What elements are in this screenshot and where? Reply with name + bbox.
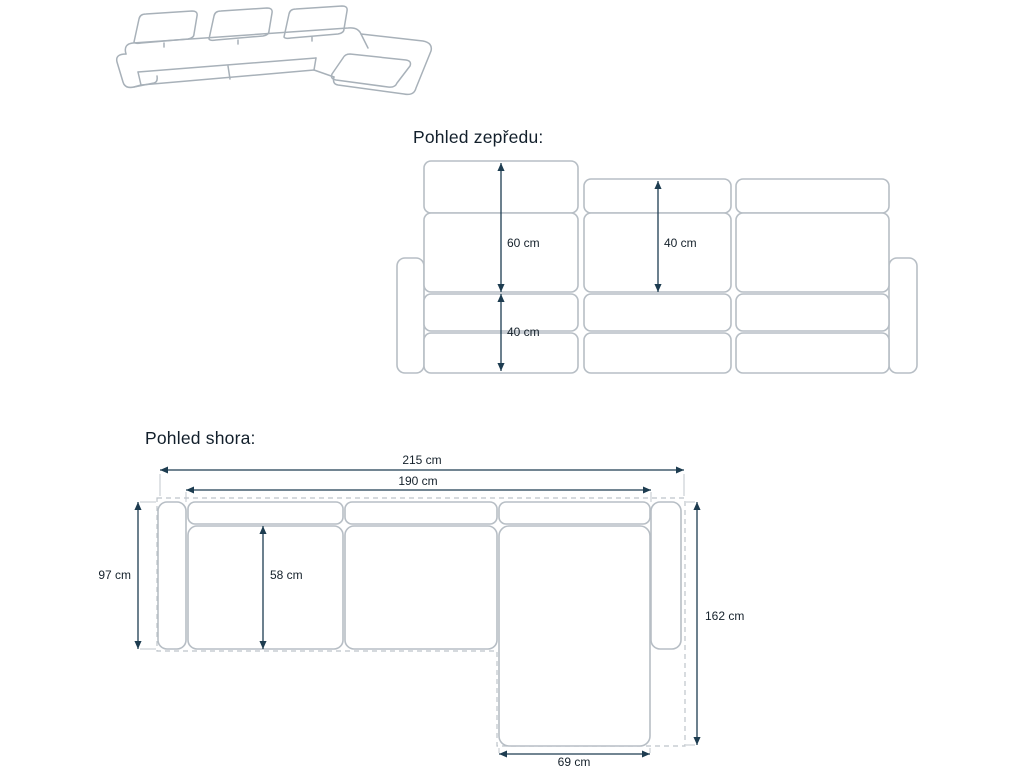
front-armrest-right [888, 257, 918, 374]
front-seat-mid [583, 293, 732, 332]
top-armrest-left [157, 501, 187, 650]
dim-seat-width: 190 cm [185, 474, 652, 502]
front-view-diagram: 60 cm 40 cm 40 cm [396, 160, 918, 374]
dim-label-body-depth: 97 cm [98, 568, 131, 582]
top-view-diagram: 215 cm 190 cm 97 cm 58 cm 162 cm [98, 453, 744, 768]
front-view-title: Pohled zepředu: [413, 127, 544, 147]
dim-chaise-width: 69 cm [498, 748, 651, 768]
dim-seat-height: 40 cm [497, 294, 540, 371]
dim-label-overall-width: 215 cm [402, 453, 441, 467]
dim-seat-depth: 58 cm [259, 526, 303, 649]
dim-label-seat-height: 40 cm [507, 325, 540, 339]
sketch-chaise [330, 33, 433, 96]
top-chaise [498, 525, 651, 747]
top-seat-1 [187, 525, 344, 650]
top-armrest-right [650, 501, 682, 650]
front-base-right [735, 332, 890, 374]
front-armrest-left [396, 257, 425, 374]
dim-label-seat-width: 190 cm [398, 474, 437, 488]
sketch-body [115, 27, 369, 89]
front-base-mid [583, 332, 732, 374]
top-back-cushion-2 [344, 501, 498, 525]
dim-label-chaise-depth: 162 cm [705, 609, 744, 623]
dim-label-back-cushion-height: 40 cm [664, 236, 697, 250]
dim-backrest-height: 60 cm [497, 163, 540, 292]
dim-label-chaise-width: 69 cm [558, 755, 591, 768]
top-view-title: Pohled shora: [145, 428, 256, 448]
top-bounding-outline-dashed [156, 497, 686, 747]
dim-label-backrest-height: 60 cm [507, 236, 540, 250]
top-seat-2 [344, 525, 498, 650]
top-back-cushion-3 [498, 501, 651, 525]
dim-back-cushion-height: 40 cm [654, 181, 697, 292]
dim-overall-width: 215 cm [159, 453, 685, 496]
dim-chaise-depth: 162 cm [686, 501, 744, 746]
front-seat-right [735, 293, 890, 332]
dim-body-depth: 97 cm [98, 501, 156, 650]
front-backrest-right [735, 212, 890, 293]
dim-label-seat-depth: 58 cm [270, 568, 303, 582]
front-headrest-right [735, 178, 890, 214]
sofa-perspective-sketch [115, 5, 433, 96]
top-back-cushion-1 [187, 501, 344, 525]
